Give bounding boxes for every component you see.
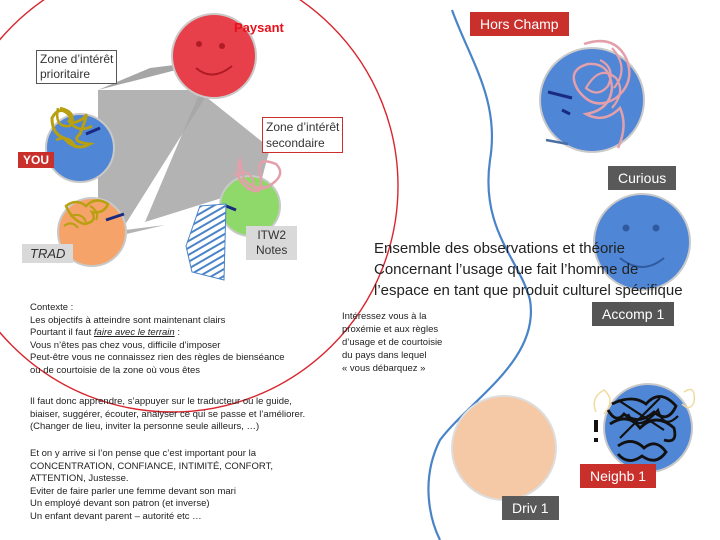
label-zone-prioritaire: Zone d’intérêt prioritaire bbox=[36, 50, 118, 84]
label-trad: TRAD bbox=[22, 244, 74, 263]
concentration-line-6: Un enfant devant parent – autorité etc … bbox=[30, 510, 202, 522]
main-title-line-2: Concernant l’usage que fait l’homme de bbox=[374, 261, 639, 278]
main-title: Ensemble des observations et théorie Con… bbox=[374, 238, 683, 301]
label-zone-secondaire: Zone d’intérêt secondaire bbox=[262, 117, 344, 153]
label-itw2-line-2: Notes bbox=[256, 243, 288, 257]
boundary-line bbox=[427, 9, 533, 540]
contexte-terrain-emph: faire avec le terrain bbox=[93, 327, 175, 338]
apprendre-line-1: Il faut donc apprendre, s’appuyer sur le… bbox=[30, 396, 292, 407]
attention-beam-you bbox=[60, 90, 210, 238]
apprendre-block: Il faut donc apprendre, s’appuyer sur le… bbox=[30, 396, 305, 434]
apprendre-line-2: biaiser, suggérer, écouter, analyser ce … bbox=[30, 408, 306, 420]
apprendre-line-3: (Changer de lieu, inviter la personne se… bbox=[30, 421, 260, 432]
contexte-line-4: Peut-être vous ne connaissez rien des rè… bbox=[30, 352, 285, 363]
main-title-line-3: l’espace en tant que produit culturel sp… bbox=[374, 282, 683, 299]
contexte-line-1: Contexte : bbox=[30, 302, 74, 313]
label-itw2: ITW2 Notes bbox=[246, 226, 298, 260]
influence-circle bbox=[0, 0, 399, 413]
contexte-line-2: Les objectifs à atteindre sont maintenan… bbox=[30, 314, 226, 326]
main-title-line-1: Ensemble des observations et théorie bbox=[374, 240, 625, 257]
face-driv bbox=[451, 395, 557, 501]
note-proxemie-line-5: « vous débarquez » bbox=[342, 363, 426, 374]
contexte-block: Contexte : Les objectifs à atteindre son… bbox=[30, 302, 285, 377]
face-you bbox=[45, 106, 115, 183]
face-hors-champ bbox=[539, 39, 645, 153]
contexte-terrain-suffix: : bbox=[174, 327, 180, 338]
concentration-line-3: ATTENTION, Justesse. bbox=[30, 473, 129, 484]
concentration-line-2: CONCENTRATION, CONFIANCE, INTIMITÉ, CONF… bbox=[30, 460, 273, 472]
label-zone-secondaire-line-1: Zone d’intérêt bbox=[266, 120, 340, 134]
label-hors-champ: Hors Champ bbox=[470, 12, 569, 36]
label-neighb: Neighb 1 bbox=[580, 464, 657, 488]
itw-notes-shape bbox=[185, 203, 227, 281]
face-itw2 bbox=[219, 155, 282, 237]
contexte-terrain-line: Pourtant il faut faire avec le terrain : bbox=[30, 327, 285, 340]
label-zone-prioritaire-line-1: Zone d’intérêt bbox=[40, 52, 114, 66]
contexte-terrain-prefix: Pourtant il faut bbox=[30, 327, 94, 338]
concentration-block: Et on y arrive si l’on pense que c’est i… bbox=[30, 448, 273, 523]
note-proxemie: Intéressez vous à la proxémie et aux règ… bbox=[342, 310, 442, 375]
label-driv: Driv 1 bbox=[502, 496, 559, 520]
face-trad bbox=[57, 197, 127, 267]
label-accomp: Accomp 1 bbox=[592, 302, 675, 326]
face-paysant bbox=[171, 13, 257, 99]
contexte-line-3: Vous n’êtes pas chez vous, difficile d’i… bbox=[30, 339, 221, 351]
note-proxemie-line-4: du pays dans lequel bbox=[342, 350, 427, 361]
contexte-line-5: ou de courtoisie de la zone où vous êtes bbox=[30, 364, 201, 376]
concentration-line-4: Eviter de faire parler une femme devant … bbox=[30, 485, 236, 497]
note-proxemie-line-3: d’usage et de courtoisie bbox=[342, 337, 443, 348]
label-paysant: Paysant bbox=[234, 20, 284, 35]
label-curious: Curious bbox=[608, 166, 677, 190]
concentration-line-1: Et on y arrive si l’on pense que c’est i… bbox=[30, 448, 257, 459]
label-zone-secondaire-line-2: secondaire bbox=[266, 136, 325, 150]
concentration-line-5: Un employé devant son patron (et inverse… bbox=[30, 498, 210, 509]
label-itw2-line-1: ITW2 bbox=[257, 228, 287, 242]
face-accomp bbox=[593, 193, 691, 291]
face-neighb bbox=[593, 383, 696, 473]
label-you: YOU bbox=[18, 152, 55, 168]
note-proxemie-line-2: proxémie et aux règles bbox=[342, 324, 439, 335]
label-zone-prioritaire-line-2: prioritaire bbox=[40, 67, 91, 81]
note-proxemie-line-1: Intéressez vous à la bbox=[342, 311, 427, 322]
